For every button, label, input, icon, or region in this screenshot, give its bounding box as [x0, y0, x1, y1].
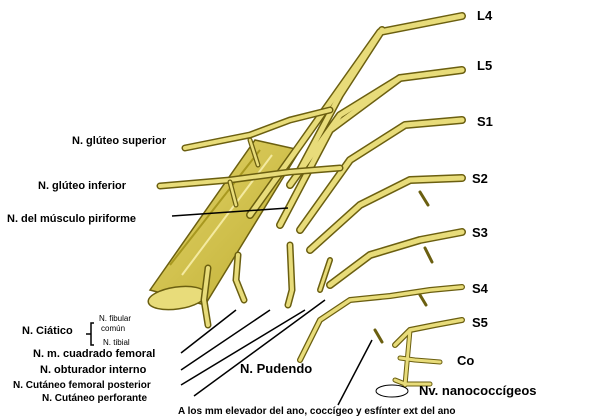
- footer-note: A los mm elevador del ano, coccígeo y es…: [178, 406, 456, 417]
- label-piriforme: N. del músculo piriforme: [7, 213, 136, 225]
- pointer-lines: [86, 207, 373, 406]
- label-cutaneo-perforante: N. Cutáneo perforante: [42, 393, 148, 404]
- ciatico-bracket: [90, 322, 94, 346]
- root-label-s5: S5: [472, 315, 488, 330]
- pointer-obturador-interno: [180, 309, 271, 371]
- twig-branches: [373, 190, 434, 344]
- label-gluteo-inferior: N. glúteo inferior: [38, 180, 126, 192]
- label-fibular: N. fibular: [99, 314, 132, 323]
- label-obturador-interno: N. obturador interno: [40, 364, 147, 376]
- label-nanococcigeos: Nv. nanococcígeos: [419, 383, 537, 398]
- root-label-co: Co: [457, 353, 475, 368]
- root-label-s2: S2: [472, 171, 488, 186]
- pointer-cutaneo-femoral: [180, 309, 306, 386]
- coccygeal-loop: [375, 384, 409, 398]
- gluteal-branches: [156, 106, 344, 208]
- pointer-piriforme: [171, 207, 289, 217]
- label-ciatico: N. Ciático: [22, 325, 73, 337]
- root-label-l4: L4: [477, 8, 493, 23]
- label-cuadrado-femoral: N. m. cuadrado femoral: [33, 348, 156, 360]
- pointer-cuadrado-femoral: [180, 309, 237, 354]
- lower-branches: [200, 241, 333, 329]
- root-label-s4: S4: [472, 281, 488, 296]
- label-gluteo-superior: N. glúteo superior: [72, 135, 167, 147]
- pointer-cutaneo-perforante: [193, 299, 326, 397]
- label-comun: común: [101, 324, 126, 333]
- pointer-anococcygeal: [337, 339, 373, 406]
- root-label-l5: L5: [477, 58, 493, 73]
- label-tibial: N. tibial: [103, 338, 130, 347]
- root-label-s1: S1: [477, 114, 493, 129]
- root-nerve-fill: [247, 13, 465, 387]
- sciatic-nerve-trunk: [147, 139, 302, 311]
- label-pudendo: N. Pudendo: [240, 361, 313, 376]
- label-cutaneo-femoral-posterior: N. Cutáneo femoral posterior: [13, 380, 151, 391]
- root-label-s3: S3: [472, 225, 488, 240]
